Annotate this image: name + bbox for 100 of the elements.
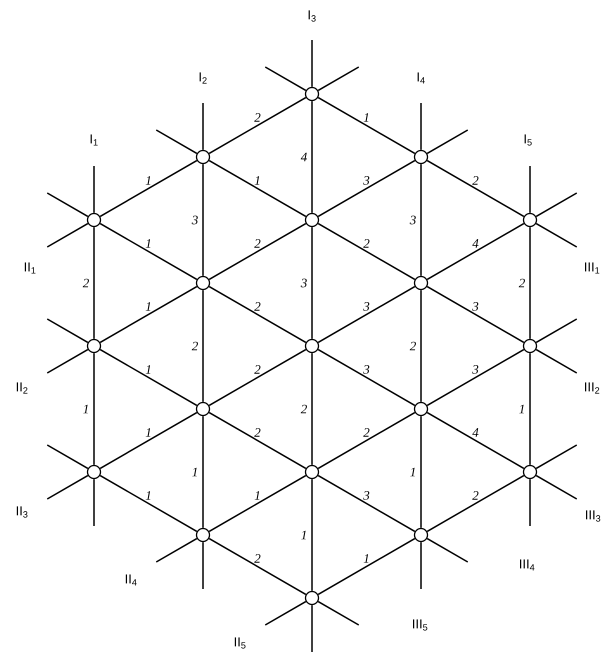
line-end — [46, 444, 88, 470]
edge-label: 1 — [301, 530, 306, 540]
line-end — [529, 166, 531, 213]
edge-label: 3 — [363, 491, 370, 500]
edge-label: 3 — [363, 176, 370, 185]
lattice-line — [318, 412, 416, 470]
junction-circle — [86, 338, 102, 354]
edge-label: 2 — [472, 491, 478, 500]
edge-label: 1 — [410, 468, 415, 476]
edge-label: 3 — [363, 365, 370, 374]
edge-label: 3 — [472, 302, 478, 311]
lattice-line — [318, 160, 416, 218]
edge-label: 1 — [146, 428, 150, 437]
edge-label: 3 — [472, 365, 478, 374]
lattice-line — [426, 412, 524, 470]
line-end — [202, 542, 204, 589]
lattice-line — [208, 96, 306, 154]
lattice-line — [318, 96, 416, 154]
edge-label: 1 — [146, 239, 150, 248]
edge-label: 1 — [192, 468, 197, 476]
edge-label: 2 — [254, 428, 260, 437]
lattice-line — [426, 160, 524, 218]
edge-label: 3 — [300, 278, 307, 288]
line-end — [156, 538, 198, 563]
junction-circle — [196, 276, 210, 290]
junction-circle — [304, 338, 320, 354]
lattice-line — [208, 412, 306, 470]
edge-label: 2 — [363, 428, 370, 437]
edge-label: 2 — [254, 239, 260, 248]
line-name: III$_{1}$ — [585, 262, 600, 274]
lattice-line — [208, 286, 306, 344]
line-end — [264, 600, 306, 626]
lattice-line — [318, 286, 416, 344]
lattice-line — [426, 474, 524, 532]
junction-circle — [414, 528, 428, 542]
line-name: I$_{4}$ — [418, 72, 425, 84]
lattice-line — [311, 479, 313, 591]
lattice-line — [311, 353, 313, 465]
line-end — [536, 348, 578, 374]
lattice-line — [311, 227, 313, 339]
lattice-line — [100, 160, 198, 218]
line-end — [202, 103, 204, 150]
line-end — [426, 538, 468, 563]
lattice-line — [318, 348, 416, 406]
lattice-line — [420, 290, 422, 402]
edge-label: 1 — [364, 113, 368, 122]
line-end — [318, 66, 360, 92]
edge-label: 1 — [146, 176, 150, 185]
edge-label: 1 — [254, 176, 260, 185]
lattice-line — [93, 353, 95, 465]
lattice-line — [208, 348, 306, 406]
junction-circle — [522, 464, 538, 480]
lattice-line — [208, 474, 306, 532]
line-name: I$_{1}$ — [90, 134, 98, 146]
lattice-line — [420, 164, 422, 276]
line-end — [93, 479, 95, 526]
edge-label: 3 — [410, 216, 416, 224]
edge-label: 2 — [410, 342, 416, 350]
lattice-line — [100, 286, 198, 344]
line-end — [311, 40, 313, 87]
lattice-line — [318, 538, 416, 596]
lattice-line — [100, 222, 198, 280]
lattice-line — [318, 474, 416, 532]
junction-circle — [86, 464, 102, 480]
line-end — [536, 222, 578, 248]
lattice-line — [529, 227, 531, 339]
edge-label: 3 — [363, 302, 370, 311]
junction-circle — [304, 464, 320, 480]
edge-label: 1 — [146, 302, 150, 311]
lattice-line — [93, 227, 95, 339]
edge-label: 2 — [254, 365, 260, 374]
edge-label: 1 — [146, 491, 150, 500]
lattice-line — [100, 474, 198, 532]
edge-label: 1 — [519, 404, 524, 414]
line-end — [46, 192, 88, 218]
line-end — [46, 474, 88, 500]
edge-label: 2 — [254, 554, 260, 563]
line-end — [46, 222, 88, 248]
junction-circle — [414, 402, 428, 416]
junction-circle — [304, 590, 320, 606]
edge-label: 2 — [300, 404, 307, 414]
edge-label: 1 — [364, 554, 368, 563]
junction-circle — [304, 212, 320, 228]
lattice-line — [318, 222, 416, 280]
line-end — [536, 192, 578, 218]
lattice-line — [311, 101, 313, 213]
edge-label: 3 — [192, 216, 198, 224]
line-end — [318, 600, 360, 626]
edge-label: 4 — [300, 152, 307, 162]
line-end — [311, 605, 313, 652]
lattice-line — [202, 416, 204, 528]
edge-label: 2 — [363, 239, 370, 248]
line-name: III$_{2}$ — [585, 382, 600, 394]
edge-label: 2 — [254, 302, 260, 311]
lattice-line — [100, 412, 198, 470]
lattice-line — [426, 286, 524, 344]
junction-circle — [196, 150, 210, 164]
line-end — [420, 542, 422, 589]
line-name: II$_{4}$ — [126, 574, 137, 586]
lattice-line — [100, 348, 198, 406]
